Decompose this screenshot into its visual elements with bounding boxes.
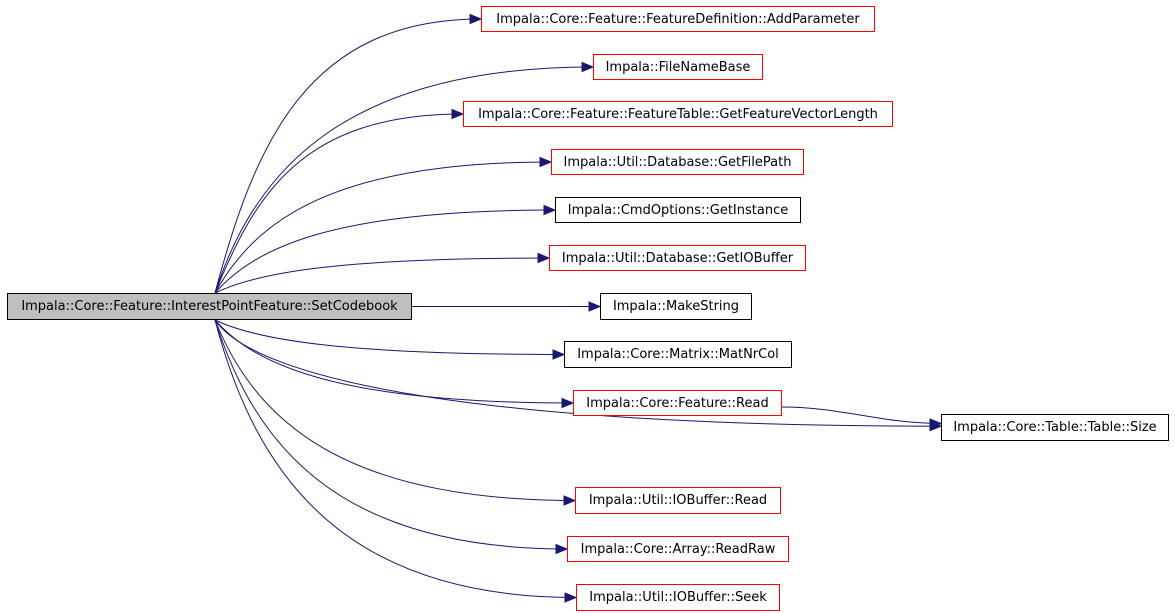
edge-root-n3-arrowhead [451,108,465,120]
node-filenamebase[interactable]: Impala::FileNameBase [593,54,763,80]
node-addparameter[interactable]: Impala::Core::Feature::FeatureDefinition… [481,6,875,32]
node-table-size[interactable]: Impala::Core::Table::Table::Size [941,414,1169,441]
edge-root-n6 [214,257,550,294]
node-matnrcol[interactable]: Impala::Core::Matrix::MatNrCol [564,341,792,368]
edge-root-n5 [214,209,556,294]
edge-root-n2-arrowhead [581,61,595,73]
node-iobuffer-seek[interactable]: Impala::Util::IOBuffer::Seek [576,584,780,611]
edge-root-n9-arrowhead [561,397,575,409]
node-getfilepath[interactable]: Impala::Util::Database::GetFilePath [551,149,804,175]
node-setcodebook: Impala::Core::Feature::InterestPointFeat… [7,293,412,320]
edge-n9-n10 [781,406,942,424]
edge-root-n4-arrowhead [539,156,553,168]
node-feature-read[interactable]: Impala::Core::Feature::Read [573,390,782,416]
edge-root-n13-arrowhead [564,592,578,603]
edge-root-n5-arrowhead [543,204,557,216]
edge-root-n9 [214,319,574,404]
edge-root-n12 [214,319,568,550]
edge-root-n10 [214,319,942,427]
node-iobuffer-read[interactable]: Impala::Util::IOBuffer::Read [575,487,781,514]
node-getfeaturevectorlength[interactable]: Impala::Core::Feature::FeatureTable::Get… [463,101,893,127]
edge-root-n8 [214,319,565,355]
edge-root-n13 [214,319,577,598]
edge-root-n3 [214,113,464,294]
edge-root-n11 [214,319,576,501]
edge-root-n1-arrowhead [469,13,483,25]
edge-root-n6-arrowhead [537,252,551,264]
edge-n9-n10-arrowhead [929,418,943,429]
edge-root-n7-arrowhead [588,301,602,312]
node-readraw[interactable]: Impala::Core::Array::ReadRaw [567,536,789,562]
edge-root-n2 [214,66,594,294]
node-getinstance[interactable]: Impala::CmdOptions::GetInstance [555,197,801,223]
edge-root-n8-arrowhead [552,349,566,360]
node-makestring[interactable]: Impala::MakeString [600,293,752,320]
node-getiobuffer[interactable]: Impala::Util::Database::GetIOBuffer [549,245,806,271]
edge-root-n11-arrowhead [563,495,577,506]
edge-root-n12-arrowhead [555,543,569,555]
edge-root-n4 [214,161,552,294]
edge-root-n1 [214,18,482,294]
